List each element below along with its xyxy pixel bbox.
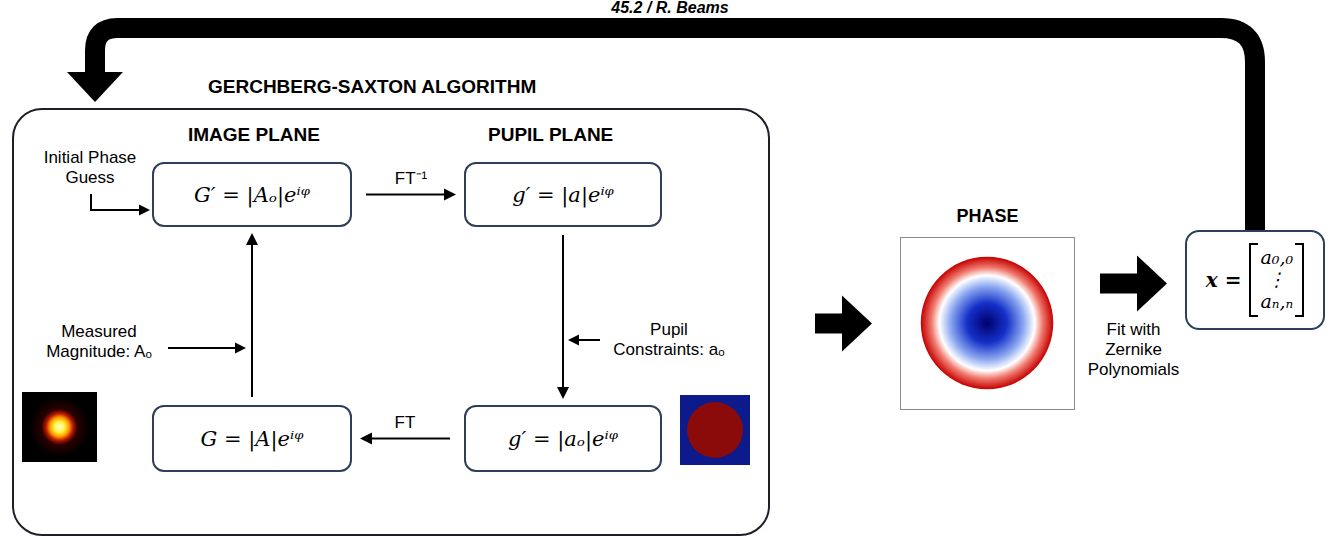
arrow-head xyxy=(235,343,246,354)
equation: g′ = |aₒ|eⁱᵠ xyxy=(508,427,618,451)
arrow-head xyxy=(568,335,579,346)
panel-heading: GERCHBERG-SAXTON ALGORITHM xyxy=(208,76,536,98)
phase-plot xyxy=(901,238,1074,409)
process-box: G = |A|eⁱᵠ xyxy=(152,405,352,472)
arrow-head xyxy=(1137,256,1167,312)
arrow-head xyxy=(842,296,872,352)
edge-label: Fit with Zernike Polynomials xyxy=(1078,320,1190,380)
flow-arrow xyxy=(1100,274,1138,294)
pupil-disc xyxy=(687,402,743,458)
psf-image xyxy=(22,392,97,462)
process-box: G′ = |Aₒ|eⁱᵠ xyxy=(152,162,352,227)
magnitude-arrow xyxy=(168,347,236,349)
vector-entry: a₀,₀ xyxy=(1261,247,1294,269)
flow-arrow xyxy=(815,314,843,334)
plane-title: PUPIL PLANE xyxy=(488,124,613,146)
vector-entry: aₙ,ₙ xyxy=(1260,291,1293,313)
arrow-head xyxy=(557,387,569,399)
transform-arrow xyxy=(371,438,450,440)
vector-bracket: a₀,₀⋮aₙ,ₙ xyxy=(1249,243,1304,317)
process-box: g′ = |aₒ|eⁱᵠ xyxy=(464,405,662,472)
arrow-head xyxy=(246,233,258,245)
phase-map: PHASE xyxy=(900,237,1075,410)
constraint-label: Pupil Constraints: aₒ xyxy=(604,320,734,360)
transform-arrow xyxy=(366,194,445,196)
edge-label: FT⁻¹ xyxy=(395,166,427,189)
phase-disc xyxy=(921,257,1053,389)
bracket-gap xyxy=(1258,315,1295,317)
input-label: Measured Magnitude: Aₒ xyxy=(28,322,170,362)
plane-title: IMAGE PLANE xyxy=(188,124,320,146)
plot-title: PHASE xyxy=(901,206,1074,227)
coefficient-vector: x = a₀,₀⋮aₙ,ₙ xyxy=(1185,230,1325,330)
guess-arrow xyxy=(91,194,140,210)
equation: g′ = |a|eⁱᵠ xyxy=(512,183,614,207)
psf-spot xyxy=(30,397,90,457)
input-label: Initial Phase Guess xyxy=(30,148,150,188)
equation: G = |A|eⁱᵠ xyxy=(201,427,304,451)
page-header: 45.2 / R. Beams xyxy=(605,0,734,17)
vector-entry: ⋮ xyxy=(1267,269,1286,291)
equation: G′ = |Aₒ|eⁱᵠ xyxy=(194,183,310,207)
transform-arrow xyxy=(251,244,253,397)
arrow-head xyxy=(67,72,123,102)
flow-arrow xyxy=(95,28,1255,230)
vector-name: x = xyxy=(1206,268,1242,292)
bracket-gap xyxy=(1258,243,1295,245)
constraint-arrow xyxy=(579,339,600,341)
arrow-head xyxy=(444,189,456,201)
edge-label: FT xyxy=(395,413,416,433)
pupil-image xyxy=(680,395,750,465)
process-box: g′ = |a|eⁱᵠ xyxy=(464,162,662,227)
arrow-head xyxy=(139,205,150,216)
transform-arrow xyxy=(562,235,564,388)
arrow-head xyxy=(360,433,372,445)
